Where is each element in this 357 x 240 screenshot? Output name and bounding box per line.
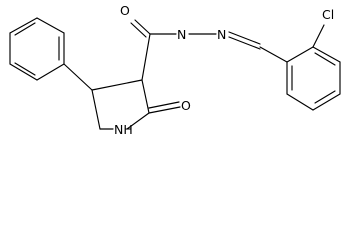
bond <box>312 93 341 111</box>
bond-inner <box>14 62 36 76</box>
bond <box>126 112 150 130</box>
atom-label-n-imine: N <box>217 27 226 42</box>
atom-label-cl: Cl <box>322 7 334 22</box>
bond-inner <box>314 90 336 104</box>
bond <box>134 19 151 35</box>
bond-layer <box>9 17 341 130</box>
bond <box>36 17 65 34</box>
bond-inner <box>314 52 336 66</box>
bond <box>148 101 180 109</box>
bond <box>312 24 325 48</box>
bond <box>36 63 65 81</box>
bond <box>9 17 38 34</box>
bond <box>286 46 314 63</box>
chemical-structure: O N N Cl O NH <box>9 3 341 137</box>
bond <box>91 89 101 130</box>
bond <box>312 46 341 63</box>
bond <box>63 63 93 91</box>
bond <box>148 106 181 114</box>
atom-label-o-amide: O <box>120 3 130 18</box>
atom-label-layer: O N N Cl O NH <box>114 3 334 137</box>
bond <box>228 36 261 50</box>
bond-inner <box>14 22 36 36</box>
atom-label-n-hydrazide: N <box>177 27 186 42</box>
bond <box>228 31 261 45</box>
atom-label-nh: NH <box>114 122 133 137</box>
bond <box>141 33 151 81</box>
bond <box>130 22 147 38</box>
bond <box>141 79 150 114</box>
bond <box>91 79 143 91</box>
bond <box>9 63 38 81</box>
bond <box>259 46 288 63</box>
atom-label-o-lactam: O <box>181 98 191 113</box>
bond <box>286 93 314 111</box>
